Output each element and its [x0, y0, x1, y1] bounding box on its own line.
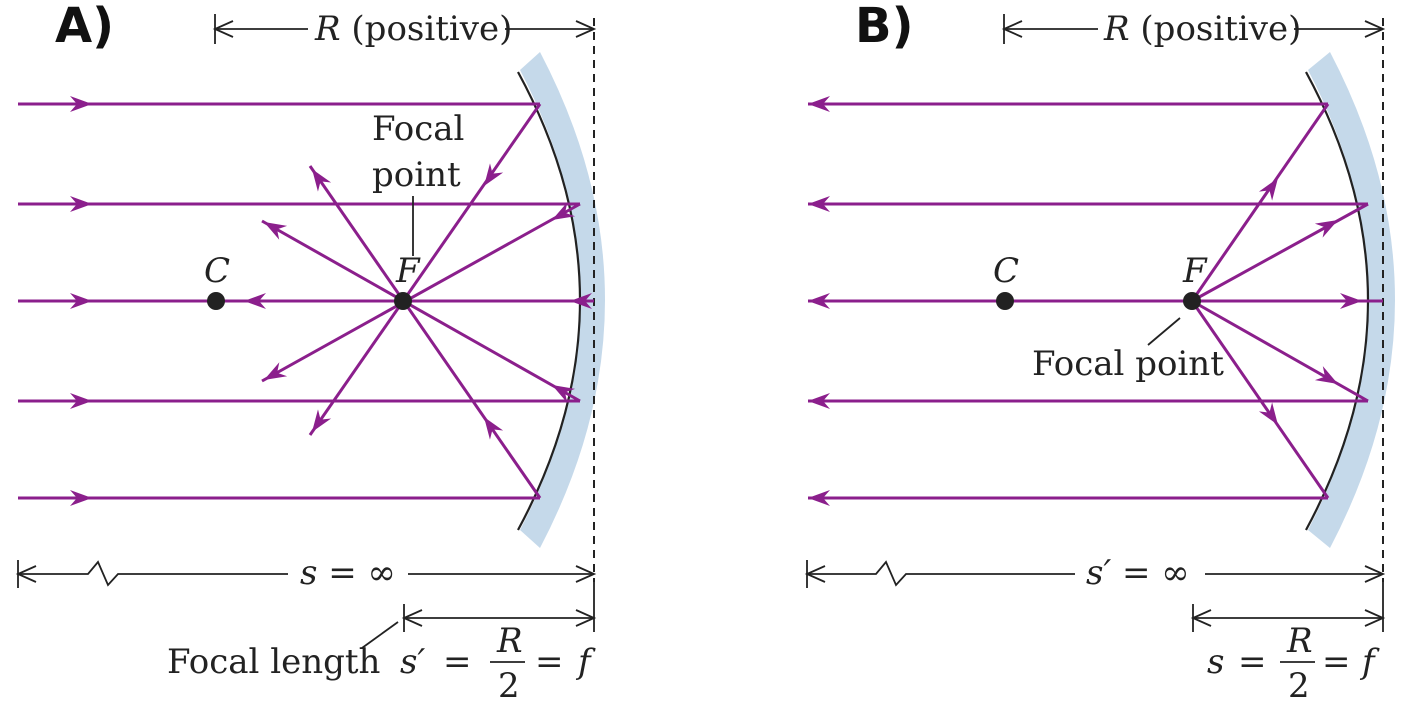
- s-var-b: s′: [1086, 553, 1111, 593]
- frac-den-a: 2: [498, 666, 520, 706]
- focal-callout-leader-b: [1147, 317, 1181, 346]
- r-label-b: R: [1103, 9, 1130, 49]
- c-label-b: C: [993, 251, 1019, 291]
- mirror-a: [520, 52, 605, 548]
- f-symbol-a: f: [575, 642, 596, 682]
- c-label-a: C: [204, 251, 230, 291]
- r-suffix-b: (positive): [1130, 9, 1302, 49]
- mirror-b: [1308, 52, 1395, 548]
- eq-lhs-b: s: [1207, 642, 1224, 682]
- panel-a: A) R (positive): [15, 0, 605, 706]
- outgoing-rays-b: [808, 96, 1383, 506]
- focal-callout-b: Focal point: [1032, 344, 1224, 384]
- svg-text:s = ∞: s = ∞: [300, 553, 396, 593]
- svg-text:R (positive): R (positive): [1103, 9, 1301, 49]
- focal-equation-b: s = R 2 = f: [1207, 621, 1380, 706]
- object-distance-dimension-a: s = ∞: [15, 553, 597, 593]
- frac-den-b: 2: [1288, 666, 1310, 706]
- panel-a-label: A): [55, 0, 114, 54]
- radius-dimension-b: R (positive): [1001, 9, 1386, 49]
- eq-lhs-a: s′: [400, 642, 425, 682]
- focal-point-a: [394, 292, 412, 310]
- focal-callout-line1-a: Focal: [372, 109, 464, 149]
- eq-sign1-a: =: [443, 642, 472, 682]
- focal-point-b: [1183, 292, 1201, 310]
- f-label-a: F: [395, 251, 421, 291]
- frac-num-a: R: [496, 621, 523, 661]
- eq-sign1-b: =: [1238, 642, 1267, 682]
- radius-dimension-a: R (positive): [212, 9, 597, 49]
- reflected-rays-a: [260, 103, 581, 499]
- f-symbol-b: f: [1359, 642, 1380, 682]
- s-rest-a: = ∞: [317, 553, 395, 593]
- focal-length-label-a: Focal length: [167, 642, 380, 682]
- center-point-b: [996, 292, 1014, 310]
- focal-length-dimension-b: [1190, 582, 1386, 632]
- image-distance-dimension-b: s′ = ∞: [804, 553, 1386, 593]
- panel-b-label: B): [855, 0, 914, 54]
- incoming-rays-a: [18, 96, 594, 506]
- f-label-b: F: [1182, 251, 1208, 291]
- s-var-a: s: [300, 553, 317, 593]
- svg-text:R (positive): R (positive): [314, 9, 512, 49]
- frac-num-b: R: [1286, 621, 1313, 661]
- svg-text:s′ = ∞: s′ = ∞: [1086, 553, 1190, 593]
- r-suffix-a: (positive): [341, 9, 513, 49]
- focal-equation-a: s′ = R 2 = f: [400, 621, 596, 706]
- focal-callout-line2-a: point: [372, 155, 461, 195]
- center-point-a: [207, 292, 225, 310]
- eq-sign2-b: =: [1322, 642, 1351, 682]
- diverging-rays-b: [1190, 103, 1369, 499]
- eq-sign2-a: =: [535, 642, 564, 682]
- panel-b: B) R (positive): [804, 0, 1395, 706]
- focal-length-dimension-a: Focal length: [167, 582, 597, 682]
- r-label-a: R: [314, 9, 341, 49]
- s-rest-b: = ∞: [1111, 553, 1189, 593]
